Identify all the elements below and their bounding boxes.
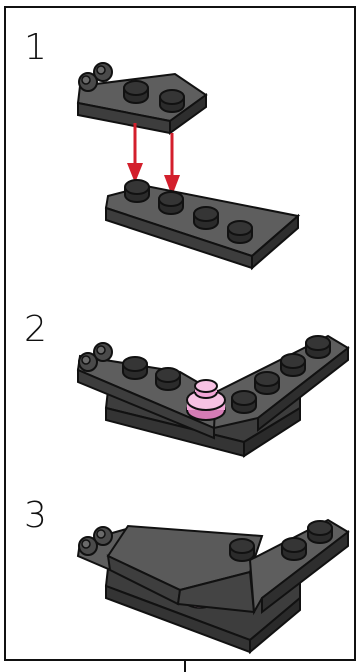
arrow-down-icon (164, 133, 180, 196)
frame-tick-mark (184, 661, 186, 672)
round-plate-pink-icon (186, 379, 226, 421)
step1-hinge-plate (76, 62, 208, 135)
step-number-2: 2 (24, 309, 47, 350)
step1-wedge-plate (104, 179, 301, 271)
step-number-3: 3 (24, 495, 47, 536)
step-number-1: 1 (24, 27, 47, 68)
arrow-down-icon (127, 123, 143, 183)
step3-assembly (76, 518, 350, 655)
step2-assembly (76, 334, 350, 458)
